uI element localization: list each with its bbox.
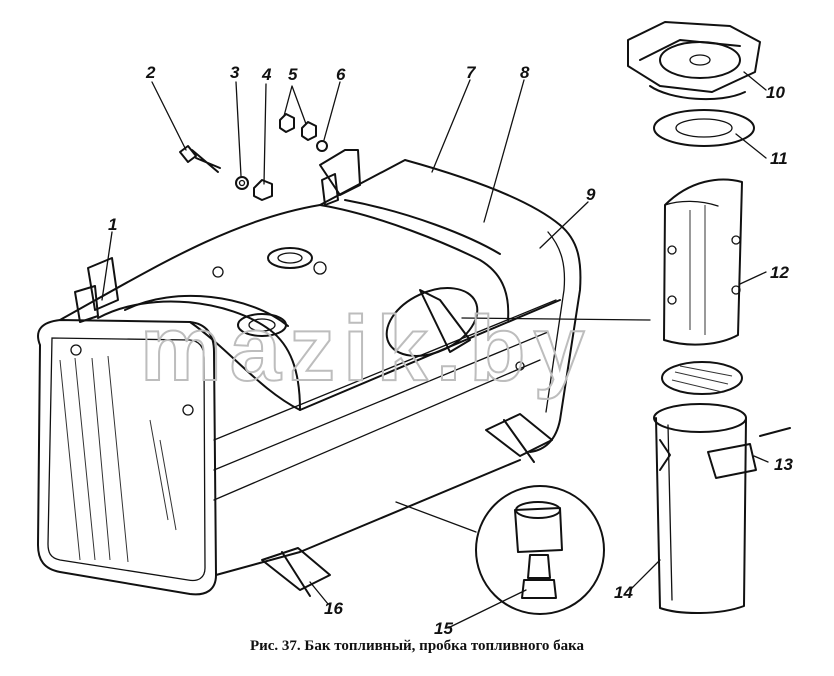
- label-3: 3: [230, 63, 240, 82]
- label-13: 13: [774, 455, 793, 474]
- filter-tube: [661, 178, 743, 395]
- filler-cap: [627, 21, 761, 147]
- label-12: 12: [770, 263, 789, 282]
- label-16: 16: [324, 599, 343, 618]
- label-11: 11: [770, 149, 788, 168]
- label-2: 2: [145, 63, 156, 82]
- leader-lines: [101, 71, 769, 629]
- label-7: 7: [466, 63, 477, 82]
- figure-caption: Рис. 37. Бак топливный, пробка топливног…: [249, 638, 585, 654]
- label-9: 9: [586, 185, 596, 204]
- fuel-tank: [37, 149, 651, 596]
- label-4: 4: [261, 65, 272, 84]
- filler-neck: [653, 403, 791, 614]
- part-labels: 1 2 3 4 5 6 7 8 9 10 11 12 13 14 15 16: [108, 63, 793, 638]
- label-15: 15: [434, 619, 453, 638]
- label-14: 14: [614, 583, 633, 602]
- label-5: 5: [288, 65, 298, 84]
- label-8: 8: [520, 63, 530, 82]
- label-6: 6: [336, 65, 346, 84]
- watermark: mazik.by: [140, 298, 593, 400]
- label-10: 10: [766, 83, 785, 102]
- drain-plug-detail: [395, 485, 605, 615]
- support-brackets: [261, 413, 553, 597]
- fasteners: [179, 113, 328, 201]
- label-1: 1: [108, 215, 117, 234]
